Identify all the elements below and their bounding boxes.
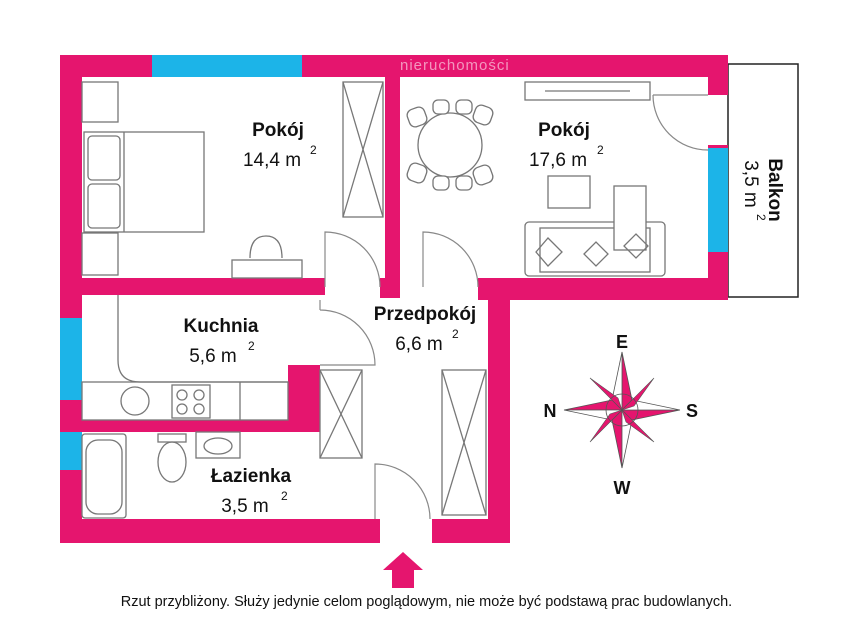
room-label-kuchnia: Kuchnia 5,6 m 2 <box>184 316 259 367</box>
kitchen-furniture <box>81 295 289 421</box>
svg-text:Kuchnia: Kuchnia <box>184 316 259 337</box>
watermark: nieruchomości <box>400 57 510 74</box>
coffee-table <box>547 175 591 209</box>
svg-text:Balkon: Balkon <box>764 158 785 221</box>
wardrobe-bedroom <box>342 81 384 218</box>
nightstand-bottom <box>81 232 119 276</box>
toilet <box>157 441 187 483</box>
doors <box>319 94 709 520</box>
bathtub <box>81 433 127 519</box>
svg-text:2: 2 <box>248 339 255 353</box>
stove <box>171 384 211 419</box>
balcony-outline <box>727 63 799 298</box>
svg-text:6,6 m: 6,6 m <box>395 334 443 355</box>
compass-north: N <box>544 401 557 421</box>
svg-text:17,6 m: 17,6 m <box>529 150 587 171</box>
walls <box>60 55 728 543</box>
svg-text:Przedpokój: Przedpokój <box>374 304 476 325</box>
balcony-label: Balkon 3,5 m 2 <box>740 158 785 221</box>
svg-text:2: 2 <box>754 214 768 221</box>
compass-west: W <box>614 478 631 498</box>
room-label-pokoj-2: Pokój 17,6 m 2 <box>529 120 604 171</box>
room-label-przedpokoj: Przedpokój 6,6 m 2 <box>374 304 476 355</box>
room-label-pokoj-1: Pokój 14,4 m 2 <box>243 120 317 171</box>
sink-kitchen <box>120 386 150 416</box>
toilet-tank <box>157 433 187 443</box>
svg-text:Pokój: Pokój <box>538 120 590 141</box>
svg-text:2: 2 <box>597 143 604 157</box>
bathroom-sink <box>195 431 241 459</box>
windows <box>60 55 728 470</box>
svg-text:5,6 m: 5,6 m <box>189 346 237 367</box>
dining-table <box>417 112 483 178</box>
svg-text:2: 2 <box>310 143 317 157</box>
nightstand-top <box>81 81 119 123</box>
sofa <box>524 221 666 277</box>
living-room-furniture <box>406 81 666 277</box>
svg-text:3,5 m: 3,5 m <box>221 496 269 517</box>
disclaimer-text: Rzut przybliżony. Służy jedynie celom po… <box>120 594 733 610</box>
compass-south: S <box>686 401 698 421</box>
compass-east: E <box>616 332 628 352</box>
hallway-wardrobes <box>319 369 487 516</box>
entrance-arrow-icon <box>383 552 423 588</box>
svg-text:14,4 m: 14,4 m <box>243 150 301 171</box>
room-label-lazienka: Łazienka 3,5 m 2 <box>211 466 292 517</box>
svg-text:Pokój: Pokój <box>252 120 304 141</box>
svg-text:Łazienka: Łazienka <box>211 466 292 487</box>
desk <box>231 259 303 279</box>
bedroom-furniture <box>81 81 384 279</box>
bed <box>83 131 205 233</box>
svg-text:2: 2 <box>452 327 459 341</box>
compass-rose-icon <box>563 351 681 469</box>
tv-cabinet <box>524 81 651 101</box>
svg-text:2: 2 <box>281 489 288 503</box>
chair <box>249 235 283 259</box>
bathroom-furniture <box>81 431 241 519</box>
svg-text:3,5 m: 3,5 m <box>740 160 761 208</box>
